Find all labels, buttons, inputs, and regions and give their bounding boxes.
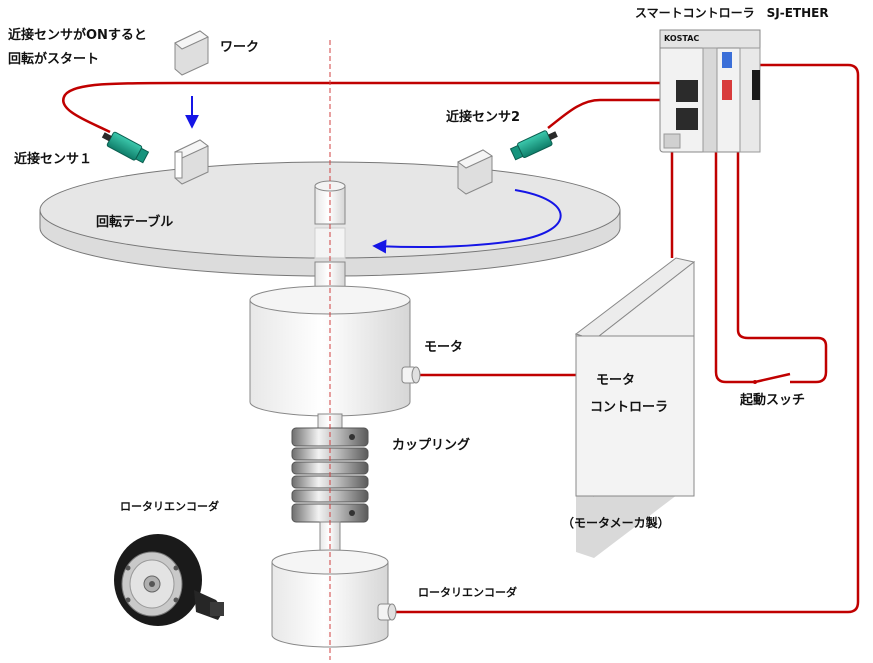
motor-controller-label-1: モータ (596, 373, 636, 388)
encoder-photo-label: ロータリエンコーダ (120, 500, 219, 513)
coupling (291, 427, 369, 523)
rotation-arrow (372, 189, 562, 254)
sensor2-cable (547, 98, 665, 129)
workpiece-on-table (174, 139, 209, 185)
rotary-table-label: 回転テーブル (96, 215, 174, 230)
sensor2-label: 近接センサ2 (446, 110, 521, 125)
workpiece-right (457, 149, 494, 195)
trigger-note-line1: 近接センサがONすると (8, 28, 147, 43)
trigger-note-line2: 回転がスタート (8, 52, 100, 67)
smart-controller-label: スマートコントローラ SJ-ETHER (635, 6, 829, 20)
work-label: ワーク (220, 40, 260, 55)
motor-controller-box (574, 257, 696, 558)
proximity-sensor-1 (101, 131, 150, 164)
proximity-sensor-2 (509, 130, 558, 161)
coupling-label: カップリング (392, 438, 471, 453)
wiring (62, 63, 860, 614)
switch-wire-left (714, 150, 755, 384)
motor-controller-label-2: コントローラ (590, 400, 669, 415)
encoder-signal-wire (392, 63, 860, 614)
sensor1-cable (62, 81, 665, 134)
rotary-encoder-photo (114, 534, 224, 626)
workpiece-incoming (174, 30, 209, 76)
motor-label: モータ (424, 340, 464, 355)
sensor1-label: 近接センサ１ (14, 152, 93, 167)
switch-wire-right (736, 150, 828, 384)
smart-controller-device (659, 29, 761, 153)
maker-note: （モータメーカ製） (562, 516, 670, 530)
encoder-body-label: ロータリエンコーダ (418, 586, 517, 599)
start-switch (753, 372, 791, 384)
motor (249, 261, 421, 417)
start-switch-label: 起動スッチ (740, 393, 806, 408)
rotary-encoder-body (271, 549, 397, 648)
controller-brand: KOSTAC (664, 34, 700, 43)
